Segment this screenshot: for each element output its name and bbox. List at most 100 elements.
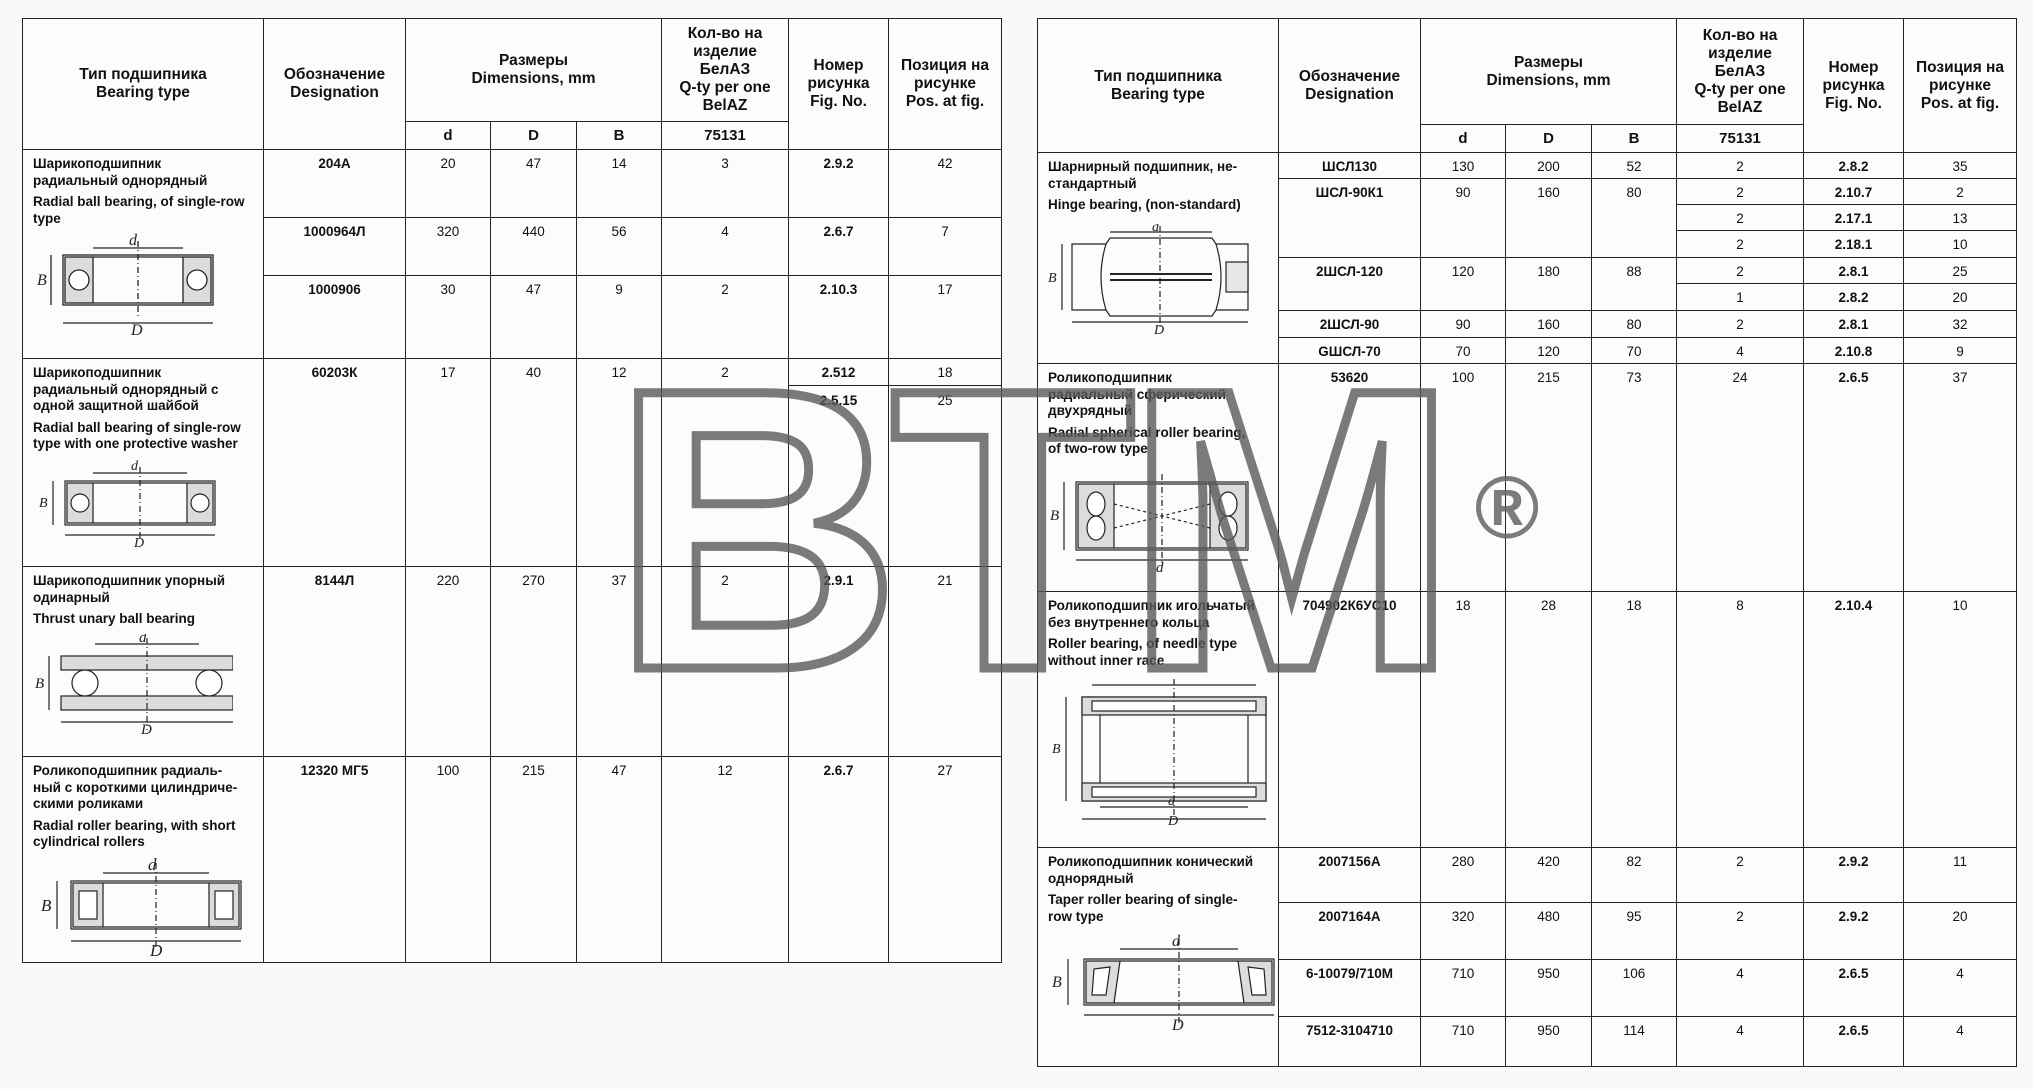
figure-number: 2.8.2 bbox=[1803, 283, 1905, 311]
svg-text:d: d bbox=[139, 634, 147, 646]
dim-B: 80 bbox=[1590, 178, 1678, 258]
designation: ШСЛ130 bbox=[1278, 152, 1421, 179]
figure-number: 2.8.1 bbox=[1803, 257, 1905, 284]
quantity: 4 bbox=[661, 217, 790, 276]
position: 18 25 bbox=[888, 358, 1003, 567]
dim-D: 28 bbox=[1505, 591, 1592, 848]
type-name-ru: Шарикоподшипник упорный bbox=[33, 573, 226, 588]
svg-text:D: D bbox=[1153, 323, 1164, 334]
dim-d: 320 bbox=[405, 217, 491, 276]
dim-D: 950 bbox=[1505, 1016, 1592, 1067]
svg-text:B: B bbox=[1052, 742, 1061, 757]
dim-D: 420 bbox=[1505, 847, 1592, 903]
svg-text:D: D bbox=[130, 322, 143, 338]
dim-B: 14 bbox=[575, 149, 663, 218]
quantity: 2 bbox=[661, 566, 790, 757]
type-name-ru: Шарикоподшипник bbox=[33, 365, 162, 380]
figure-number: 2.512 2.5.15 bbox=[788, 358, 890, 567]
bearing-type-cell: Роликоподшипник конический однорядный Ta… bbox=[1037, 847, 1279, 1067]
quantity: 12 bbox=[661, 756, 790, 963]
type-name-ru: двухрядный bbox=[1048, 403, 1133, 418]
position: 20 bbox=[1903, 283, 2018, 311]
quantity: 4 bbox=[1676, 337, 1805, 364]
quantity: 2 bbox=[1676, 847, 1805, 903]
dim-D: 440 bbox=[490, 217, 577, 276]
type-name-ru: Роликоподшипник радиаль- bbox=[33, 763, 223, 778]
position: 25 bbox=[1903, 257, 2018, 284]
quantity: 2 bbox=[1676, 178, 1805, 205]
dim-D: 120 bbox=[1505, 337, 1592, 364]
dim-d: 320 bbox=[1420, 902, 1506, 960]
position: 20 bbox=[1903, 902, 2018, 960]
bearing-type-cell: Роликоподшипник радиальный сферический д… bbox=[1037, 363, 1279, 592]
figure-number: 2.6.5 bbox=[1803, 363, 1905, 592]
quantity: 24 bbox=[1676, 363, 1805, 592]
dim-B: 95 bbox=[1590, 902, 1678, 960]
dim-d: 30 bbox=[405, 275, 491, 359]
designation: 2007164А bbox=[1278, 902, 1421, 960]
dim-D: 200 bbox=[1505, 152, 1592, 179]
designation: 704902К6УС10 bbox=[1278, 591, 1421, 848]
svg-text:D: D bbox=[1167, 814, 1178, 825]
type-name-ru: Роликоподшипник конический bbox=[1048, 854, 1254, 869]
quantity: 2 bbox=[1676, 204, 1805, 231]
header-B: B bbox=[575, 121, 663, 150]
type-name-en: Radial ball bearing, of single-row bbox=[33, 194, 245, 209]
position: 9 bbox=[1903, 337, 2018, 364]
dim-B: 80 bbox=[1590, 310, 1678, 338]
dim-D: 215 bbox=[490, 756, 577, 963]
designation: 204А bbox=[263, 149, 406, 218]
position: 11 bbox=[1903, 847, 2018, 903]
dim-d: 220 bbox=[405, 566, 491, 757]
header-B: B bbox=[1590, 124, 1678, 153]
dim-d: 710 bbox=[1420, 1016, 1506, 1067]
quantity: 4 bbox=[1676, 1016, 1805, 1067]
dim-d: 710 bbox=[1420, 959, 1506, 1017]
dim-B: 37 bbox=[575, 566, 663, 757]
position: 4 bbox=[1903, 959, 2018, 1017]
dim-d: 120 bbox=[1420, 257, 1506, 311]
svg-text:d: d bbox=[1168, 794, 1176, 809]
designation: GШСЛ-70 bbox=[1278, 337, 1421, 364]
quantity: 1 bbox=[1676, 283, 1805, 311]
header-model: 75131 bbox=[661, 121, 790, 150]
dim-D: 270 bbox=[490, 566, 577, 757]
dim-B: 18 bbox=[1590, 591, 1678, 848]
quantity: 2 bbox=[1676, 902, 1805, 960]
type-name-en: Thrust unary ball bearing bbox=[33, 611, 196, 626]
svg-text:d: d bbox=[148, 857, 157, 874]
dim-B: 73 bbox=[1590, 363, 1678, 592]
dim-D: 950 bbox=[1505, 959, 1592, 1017]
header-model: 75131 bbox=[1676, 124, 1805, 153]
header-D: D bbox=[490, 121, 577, 150]
dim-D: 47 bbox=[490, 275, 577, 359]
type-name-ru: радиальный однорядный с bbox=[33, 381, 219, 397]
type-name-ru: одной защитной шайбой bbox=[33, 398, 199, 413]
position: 10 bbox=[1903, 591, 2018, 848]
svg-text:D: D bbox=[1171, 1017, 1184, 1031]
dim-D: 160 bbox=[1505, 310, 1592, 338]
figure-number: 2.8.1 bbox=[1803, 310, 1905, 338]
type-name-en: Radial spherical roller bearing, bbox=[1048, 424, 1246, 440]
dim-B: 52 bbox=[1590, 152, 1678, 179]
type-name-ru: скими роликами bbox=[33, 796, 144, 811]
type-name-en: of two-row type bbox=[1048, 441, 1148, 456]
type-name-en: Taper roller bearing of single- bbox=[1048, 892, 1238, 907]
svg-text:d: d bbox=[131, 459, 139, 474]
dim-d: 100 bbox=[405, 756, 491, 963]
